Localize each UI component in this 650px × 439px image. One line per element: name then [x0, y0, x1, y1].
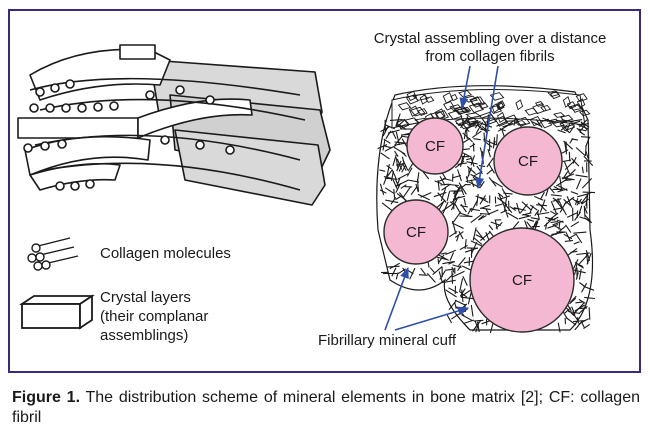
collagen-molecules-icon [27, 237, 79, 271]
figure-caption: Figure 1. The distribution scheme of min… [12, 388, 640, 428]
collagen-fibril-1 [406, 117, 464, 175]
cf-label-4: CF [512, 272, 532, 289]
legend-collagen-label: Collagen molecules [100, 245, 231, 262]
legend-crystal-line1: Crystal layers [100, 289, 191, 306]
crystal-aggregates [396, 90, 591, 132]
fibril-cross-section: CF CF CF CF [376, 85, 596, 334]
annotation-crystal-assembling-line1: Crystal assembling over a distance [374, 30, 607, 47]
annotation-fibrillary-cuff: Fibrillary mineral cuff [318, 332, 457, 349]
annotation-arrows-top [459, 65, 499, 190]
annotation-crystal-assembling-line2: from collagen fibrils [425, 48, 554, 65]
collagen-fibril-3 [383, 199, 449, 265]
cf-label-1: CF [425, 138, 445, 155]
caption-label: Figure 1. [12, 389, 81, 406]
collagen-fibril-2 [493, 126, 563, 196]
annotation-arrows-bottom [384, 266, 470, 331]
crystal-layer-icon [19, 294, 95, 330]
cf-label-2: CF [518, 153, 538, 170]
legend-crystal-line3: assemblings) [100, 327, 188, 344]
collagen-fibril-4 [469, 227, 575, 333]
figure-frame [8, 9, 641, 373]
cf-label-3: CF [406, 224, 426, 241]
crystal-layers-illustration [17, 44, 331, 206]
legend-crystal-line2: (their complanar [100, 308, 208, 325]
caption-text: The distribution scheme of mineral eleme… [12, 389, 640, 426]
